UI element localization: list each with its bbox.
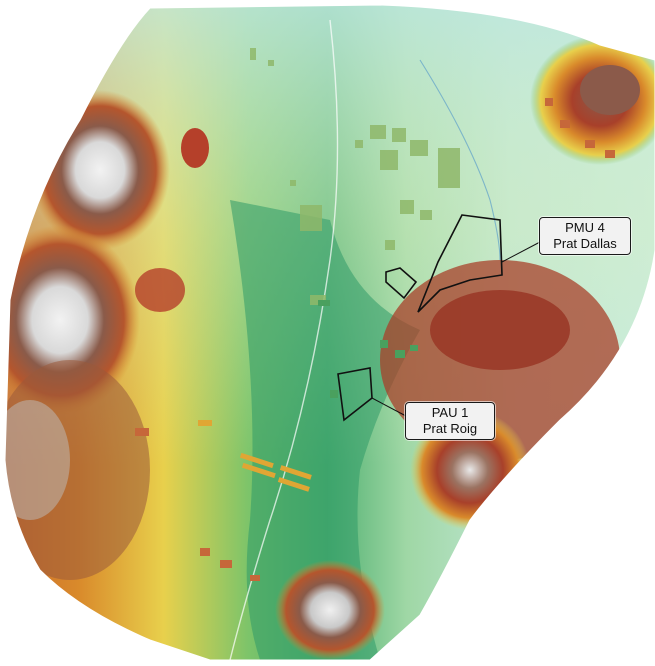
pau1-label[interactable]: PAU 1 Prat Roig [405,402,495,440]
study-area-boundary [4,4,655,661]
pmu4-label-code: PMU 4 [565,220,605,235]
small-knoll [181,128,209,168]
ne-hill-top [580,65,640,115]
pau1-label-code: PAU 1 [431,405,469,420]
orange-structures [135,98,615,581]
pmu4-parcel-outline[interactable] [417,214,503,313]
se-hill-ridge [430,290,570,370]
stream-line [419,59,501,261]
west-slope-grey [5,400,70,520]
south-hill [275,560,385,660]
road-line [229,19,339,660]
pau1-leader-line [371,397,407,417]
west-hill-central [5,225,140,415]
green-structures [318,300,418,398]
west-spur [135,268,185,312]
pmu4-leader-line [501,241,541,263]
pmu4-label[interactable]: PMU 4 Prat Dallas [539,217,631,255]
yellow-structures [198,420,312,492]
small-parcel-outline[interactable] [385,267,418,300]
pmu4-label-name: Prat Dallas [553,236,617,251]
pau1-label-name: Prat Roig [422,421,478,436]
valley-channel [230,200,420,660]
